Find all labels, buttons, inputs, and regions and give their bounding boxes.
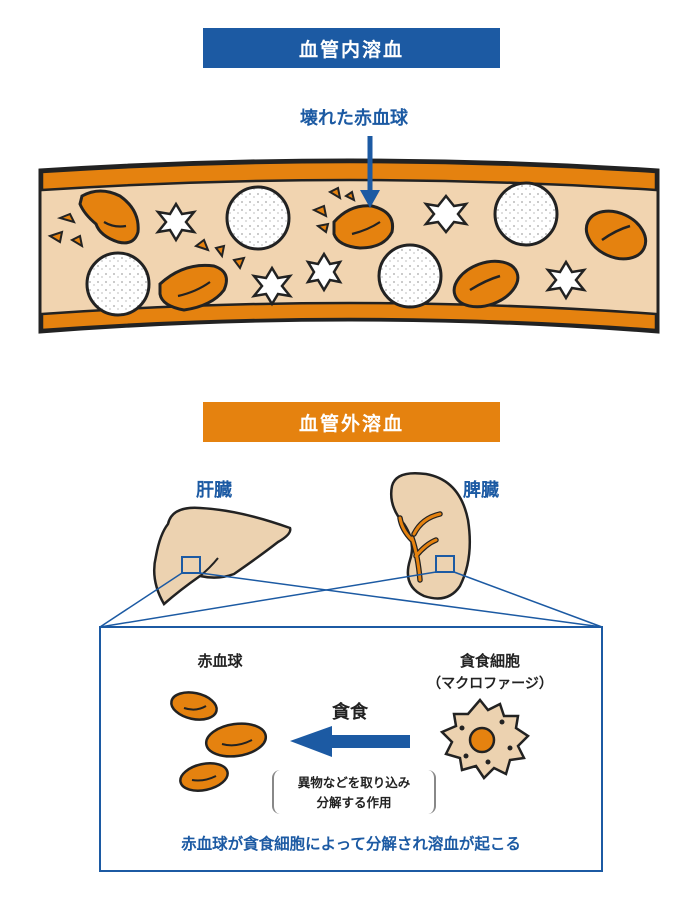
red-blood-cell	[179, 762, 229, 792]
rbc-label: 赤血球	[197, 652, 243, 670]
white-blood-cell	[377, 243, 443, 309]
macrophage-sub-label: （マクロファージ）	[427, 676, 553, 692]
red-blood-cell	[584, 209, 648, 261]
platelet	[544, 259, 588, 301]
phagocytosis-label: 貪食	[332, 702, 368, 723]
broken-rbc-label: 壊れた赤血球	[300, 108, 408, 129]
phagocytosis-arrow	[290, 726, 410, 757]
platelet	[305, 251, 343, 293]
liver-zoom-marker	[181, 556, 201, 574]
red-blood-cell	[170, 691, 218, 721]
white-blood-cell	[493, 181, 559, 247]
red-blood-cell	[204, 722, 268, 758]
broken-red-blood-cell	[47, 189, 140, 249]
liver-label: 肝臓	[196, 480, 232, 501]
pointer-arrow	[360, 136, 380, 208]
macrophage	[439, 698, 530, 780]
zoom-lines	[99, 571, 603, 628]
macrophage-label: 貪食細胞	[459, 652, 520, 670]
platelet	[422, 193, 470, 235]
spleen-label: 脾臓	[463, 480, 499, 501]
white-blood-cell	[225, 185, 291, 251]
white-blood-cell	[85, 251, 151, 317]
intravascular-title: 血管内溶血	[203, 28, 500, 68]
note-bracket	[272, 770, 436, 814]
broken-red-blood-cell	[311, 186, 395, 250]
note-line-1: 異物などを取り込み	[297, 775, 411, 790]
spleen	[390, 472, 472, 600]
summary-text: 赤血球が貪食細胞によって分解され溶血が起こる	[181, 835, 521, 853]
platelet	[154, 201, 198, 243]
spleen-zoom-marker	[435, 555, 455, 573]
liver	[153, 506, 292, 606]
broken-red-blood-cell	[158, 238, 246, 312]
extravascular-title: 血管外溶血	[203, 402, 500, 442]
note-line-2: 分解する作用	[316, 795, 392, 810]
platelet	[250, 265, 294, 307]
red-blood-cell	[452, 259, 520, 309]
